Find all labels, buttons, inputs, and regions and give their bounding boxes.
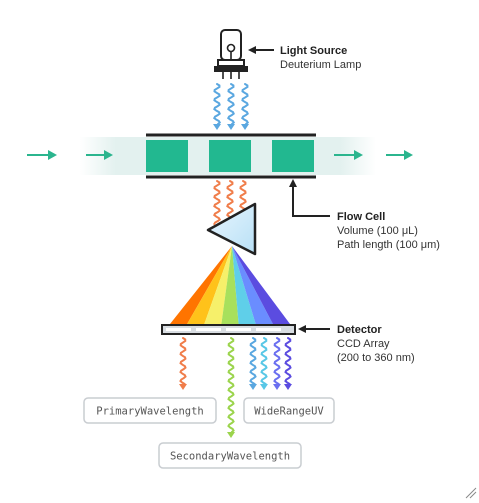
flow-cell-volume: Volume (100 μL) <box>337 225 418 237</box>
sample-band-1 <box>146 140 188 172</box>
uv-wave-2-head <box>227 124 235 130</box>
resize-grip-icon[interactable] <box>465 487 477 499</box>
output-wave-violet <box>284 337 292 385</box>
spectrum-band-2 <box>187 246 232 324</box>
flow-cell-pointer <box>289 179 330 217</box>
primary-wavelength-label: PrimaryWavelength <box>96 406 203 418</box>
uv-light-waves <box>212 83 250 130</box>
detector-title: Detector <box>337 324 382 336</box>
output-wave-cyan-1-head <box>249 384 257 390</box>
detector-range: (200 to 360 nm) <box>337 352 415 364</box>
spectrum-band-7 <box>232 246 290 324</box>
output-wave-violet-head <box>284 384 292 390</box>
flow-arrow-in-outer <box>27 150 57 160</box>
spectrum-band-1 <box>170 246 232 324</box>
detector-type: CCD Array <box>337 338 390 350</box>
uv-wave-3-head <box>241 124 249 130</box>
dispersed-spectrum <box>170 246 290 324</box>
light-source-subtitle: Deuterium Lamp <box>280 59 361 71</box>
output-wave-cyan-2-head <box>260 384 268 390</box>
flow-cell-path-length: Path length (100 μm) <box>337 239 440 251</box>
transmitted-wave-1 <box>213 180 222 225</box>
uv-wave-1 <box>212 83 222 125</box>
output-wave-green <box>227 337 235 433</box>
secondary-wavelength-output: SecondaryWavelength <box>158 442 302 469</box>
output-wave-cyan-1 <box>249 337 257 385</box>
output-wave-blue <box>273 337 281 385</box>
prism-icon <box>206 202 257 256</box>
wide-range-uv-label: WideRangeUV <box>254 406 324 418</box>
output-wave-green-head <box>227 432 235 438</box>
sample-band-3 <box>272 140 314 172</box>
light-source-lamp-icon <box>214 29 248 79</box>
spectrum-band-4 <box>221 246 239 324</box>
detector-pointer <box>298 325 330 333</box>
light-source-pointer <box>248 46 274 54</box>
flow-arrow-out-inner <box>334 150 363 160</box>
uv-wave-3 <box>240 83 250 125</box>
output-wave-orange <box>179 337 187 385</box>
output-wave-orange-head <box>179 384 187 390</box>
uv-wave-2 <box>226 83 236 125</box>
secondary-wavelength-label: SecondaryWavelength <box>170 451 290 463</box>
wide-range-uv-output: WideRangeUV <box>243 397 335 424</box>
output-wave-cyan-2 <box>260 337 268 385</box>
light-source-title: Light Source <box>280 45 347 57</box>
detector-ccd-array <box>161 324 296 335</box>
flow-arrow-in-inner <box>86 150 113 160</box>
sample-band-2 <box>209 140 251 172</box>
uv-wave-1-head <box>213 124 221 130</box>
detector-output-waves <box>179 337 292 438</box>
flow-cell <box>80 133 376 179</box>
primary-wavelength-output: PrimaryWavelength <box>83 397 217 424</box>
flow-arrow-out-outer <box>386 150 413 160</box>
output-wave-blue-head <box>273 384 281 390</box>
spectrum-band-3 <box>204 246 232 324</box>
spectrum-band-5 <box>232 246 256 324</box>
flow-cell-title: Flow Cell <box>337 211 385 223</box>
